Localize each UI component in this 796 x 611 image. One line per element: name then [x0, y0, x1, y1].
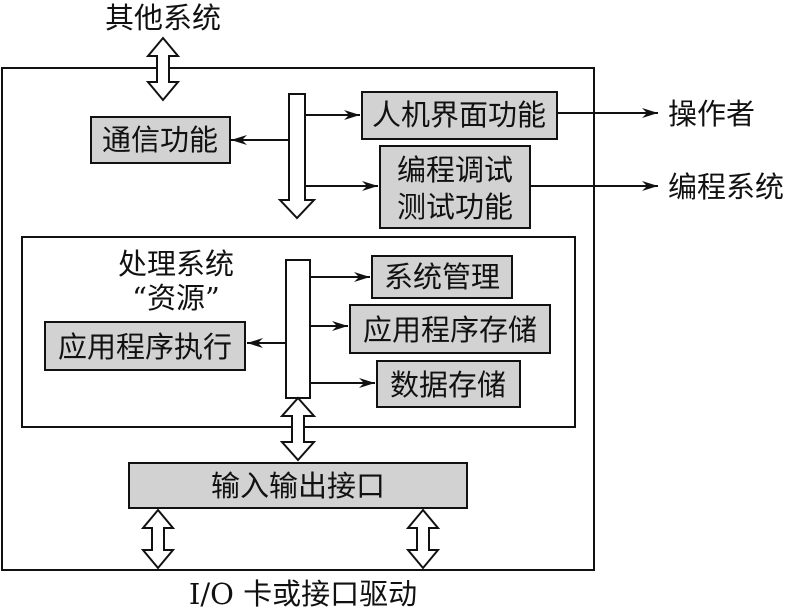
app-storage-box [349, 304, 551, 354]
io-interface-label: 输入输出接口 [211, 469, 385, 503]
io-driver-label: I/O 卡或接口驱动 [189, 577, 417, 611]
upper-bus-arrow [277, 93, 317, 220]
resources-label: “资源” [132, 281, 220, 315]
communication-box [90, 116, 231, 164]
programming-system-label: 编程系统 [668, 170, 784, 204]
system-management-box [371, 255, 513, 299]
hmi-box [361, 91, 558, 140]
bus-to-io-double-arrow [279, 396, 317, 462]
app-execution-label: 应用程序执行 [58, 330, 232, 364]
io-right-double-arrow [405, 508, 441, 570]
outer-system-frame [1, 67, 595, 571]
inner-bus-bar [285, 259, 311, 399]
communication-label: 通信功能 [102, 123, 218, 157]
app-storage-label: 应用程序存储 [363, 313, 537, 347]
processing-system-label: 处理系统 [118, 247, 234, 281]
data-storage-label: 数据存储 [390, 368, 506, 402]
programming-debug-label-line2: 测试功能 [397, 190, 513, 224]
system-management-label: 系统管理 [384, 260, 500, 294]
other-systems-label: 其他系统 [105, 1, 221, 35]
operator-label: 操作者 [668, 97, 755, 131]
programming-debug-box [379, 145, 531, 229]
data-storage-box [376, 360, 521, 408]
other-systems-double-arrow [145, 36, 181, 102]
hmi-label: 人机界面功能 [372, 98, 546, 132]
io-interface-box [128, 462, 468, 509]
programming-debug-label-line1: 编程调试 [397, 153, 513, 187]
io-left-double-arrow [140, 508, 176, 570]
app-execution-box [44, 321, 246, 371]
